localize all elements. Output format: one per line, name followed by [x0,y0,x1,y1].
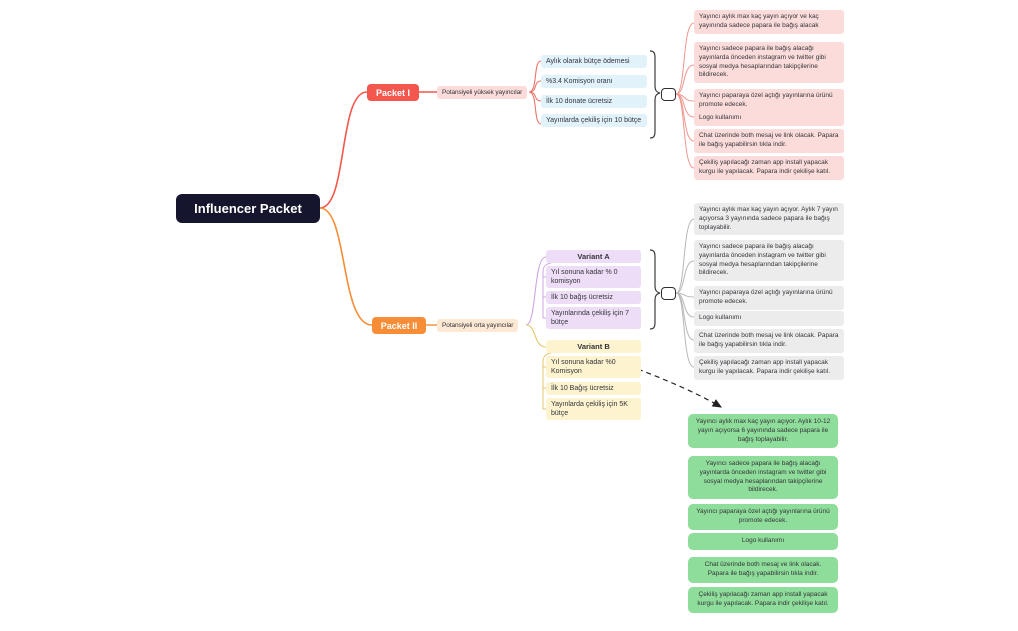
variant-a-detail-card[interactable]: Logo kullanımı [694,311,844,326]
packet1-node[interactable]: Packet I [367,84,419,101]
variant-a-feature[interactable]: İlk 10 bağış ücretsiz [546,291,641,305]
variant-b-trunk [542,352,552,410]
packet2-node[interactable]: Packet II [372,317,426,334]
variant-a-feature[interactable]: Yıl sonuna kadar % 0 komisyon [546,266,641,289]
variant-a-group-connector-node[interactable] [661,287,676,300]
variant-a-detail-card[interactable]: Yayıncı paparaya özel açtığı yayınlarına… [694,286,844,310]
root-node[interactable]: Influencer Packet [176,194,320,223]
variant-b-feature[interactable]: Yayınlarda çekiliş için 5K bütçe [546,398,641,421]
variant-b-header[interactable]: Variant B [546,340,641,353]
packet1-detail-card[interactable]: Çekiliş yapılacağı zaman app install yap… [694,156,844,180]
packet2-branch-lines [319,207,437,326]
packet1-detail-card[interactable]: Yayıncı paparaya özel açtığı yayınlarına… [694,89,844,113]
variant-a-link [525,256,547,326]
packet2-audience[interactable]: Potansiyeli orta yayıncılar [437,319,519,332]
variant-a-detail-card[interactable]: Çekiliş yapılacağı zaman app install yap… [694,356,844,380]
packet1-group-connector-node[interactable] [661,88,676,101]
variant-b-feature[interactable]: Yıl sonuna kadar %0 Komisyon [546,356,641,379]
variant-a-detail-lines [675,218,695,368]
packet1-detail-lines [675,22,695,169]
variant-a-feature[interactable]: Yayınlarında çekiliş için 7 bütçe [546,307,641,330]
variant-a-group-bracket [649,249,661,330]
packet1-detail-card[interactable]: Yayıncı sadece papara ile bağış alacağı … [694,42,844,84]
packet1-feature[interactable]: %3.4 Komisyon oranı [541,75,647,89]
packet1-feature[interactable]: Yayınlarda çekiliş için 10 bütçe [541,114,647,128]
variant-b-detail-card[interactable]: Logo kullanımı [688,533,838,550]
variant-b-link [525,324,547,348]
packet1-audience[interactable]: Potansiyeli yüksek yayıncılar [437,86,528,99]
variant-a-detail-card[interactable]: Yayıncı sadece papara ile bağış alacağı … [694,240,844,282]
variant-a-detail-card[interactable]: Chat üzerinde both mesaj ve link olacak.… [694,329,844,353]
packet1-detail-card[interactable]: Yayıncı aylık max kaç yayın açıyor ve ka… [694,10,844,34]
variant-a-trunk [542,262,552,319]
packet1-detail-card[interactable]: Logo kullanımı [694,111,844,126]
packet1-group-bracket [649,50,661,139]
variant-b-detail-card[interactable]: Yayıncı paparaya özel açtığı yayınlarına… [688,504,838,530]
packet1-branch-lines [319,91,437,209]
packet1-detail-card[interactable]: Chat üzerinde both mesaj ve link olacak.… [694,129,844,153]
packet1-feature[interactable]: İlk 10 donate ücretsiz [541,95,647,109]
variant-b-detail-card[interactable]: Yayıncı sadece papara ile bağış alacağı … [688,456,838,500]
variant-b-detail-card[interactable]: Yayıncı aylık max kaç yayın açıyor. Aylı… [688,414,838,449]
packet1-feature[interactable]: Aylık olarak bütçe ödemesi [541,55,647,69]
variant-b-feature[interactable]: İlk 10 Bağış ücretsiz [546,382,641,396]
packet1-feature-lines [528,60,542,125]
variant-b-detail-card[interactable]: Çekiliş yapılacağı zaman app install yap… [688,587,838,613]
variant-a-detail-card[interactable]: Yayıncı aylık max kaç yayın açıyor. Aylı… [694,203,844,236]
variant-b-detail-card[interactable]: Chat üzerinde both mesaj ve link olacak.… [688,557,838,583]
variant-a-header[interactable]: Variant A [546,250,641,263]
